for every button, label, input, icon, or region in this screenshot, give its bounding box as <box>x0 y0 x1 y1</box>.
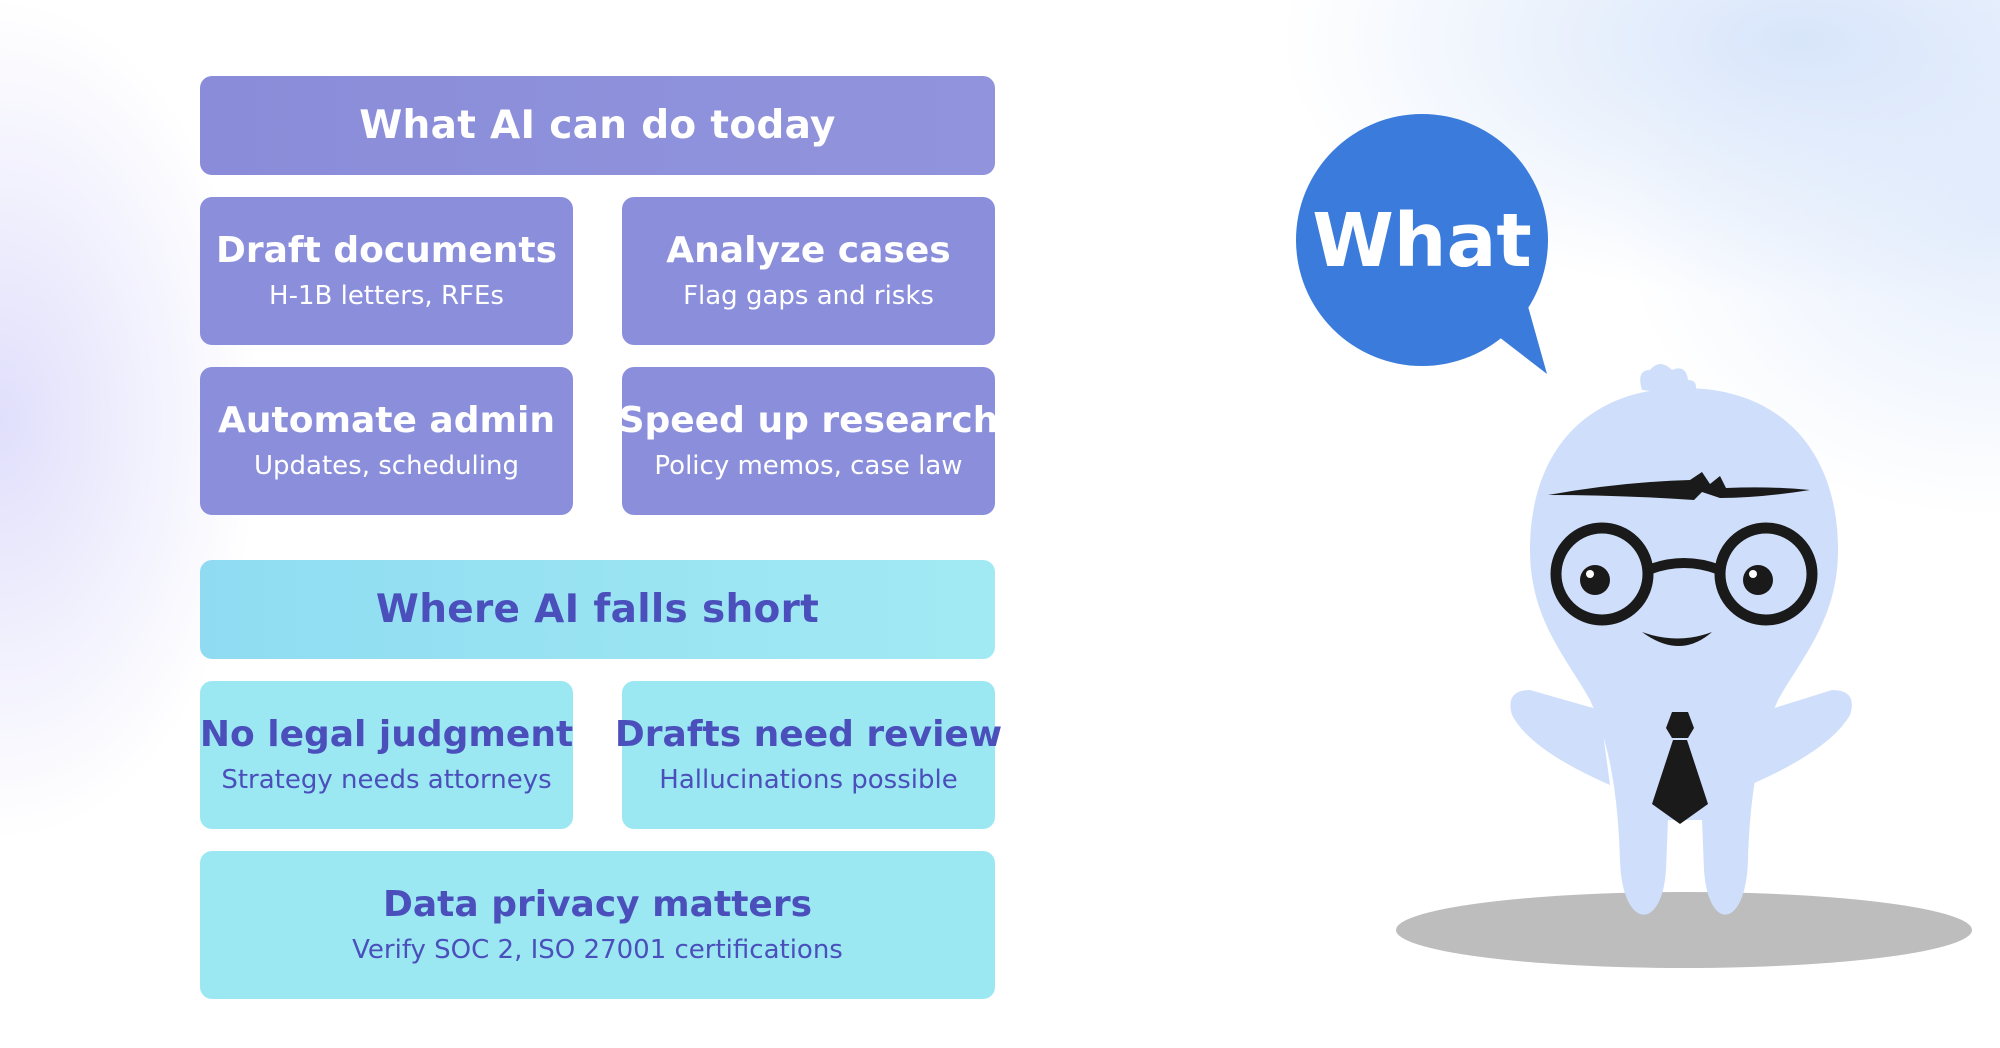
card-title: Analyze cases <box>666 230 951 272</box>
mascot-illustration: What <box>1296 114 1972 968</box>
left-arm <box>1510 690 1610 785</box>
tie <box>1652 740 1708 824</box>
speech-bubble: What <box>1296 114 1548 374</box>
shadow-ellipse <box>1396 892 1972 968</box>
hair-tuft <box>1640 364 1696 396</box>
card-speed-up-research: Speed up research Policy memos, case law <box>619 367 998 515</box>
card-data-privacy: Data privacy matters Verify SOC 2, ISO 2… <box>200 851 995 999</box>
glasses-right-lens <box>1714 522 1818 626</box>
card-subtitle: Policy memos, case law <box>654 451 963 482</box>
card-analyze-cases: Analyze cases Flag gaps and risks <box>622 197 995 345</box>
can-do-header: What AI can do today <box>200 76 995 175</box>
eyebrows <box>1548 472 1810 500</box>
bubble-tail <box>1490 285 1547 374</box>
card-subtitle: Updates, scheduling <box>254 451 519 482</box>
bubble-circle <box>1296 114 1548 366</box>
right-arm <box>1750 690 1852 785</box>
right-eye <box>1743 565 1773 595</box>
falls-short-header: Where AI falls short <box>200 560 995 659</box>
card-title: Drafts need review <box>614 714 1003 756</box>
card-subtitle: Hallucinations possible <box>659 765 958 796</box>
card-no-legal-judgment: No legal judgment Strategy needs attorne… <box>200 681 573 829</box>
right-eye-glint <box>1749 570 1757 578</box>
card-title: No legal judgment <box>199 714 574 756</box>
falls-short-header-title: Where AI falls short <box>375 587 820 632</box>
card-title: Speed up research <box>618 400 999 442</box>
card-draft-documents: Draft documents H-1B letters, RFEs <box>200 197 573 345</box>
left-eye <box>1580 565 1610 595</box>
mascot-character <box>1510 364 1852 915</box>
glasses-bridge <box>1646 558 1722 575</box>
left-eye-glint <box>1586 570 1594 578</box>
card-title: Automate admin <box>218 400 555 442</box>
card-subtitle: Strategy needs attorneys <box>221 765 552 796</box>
card-subtitle: Verify SOC 2, ISO 27001 certifications <box>352 935 843 966</box>
tie-knot <box>1666 712 1694 738</box>
card-drafts-need-review: Drafts need review Hallucinations possib… <box>615 681 1002 829</box>
mouth <box>1642 632 1712 646</box>
glasses-left-lens <box>1550 522 1654 626</box>
can-do-header-title: What AI can do today <box>359 103 836 148</box>
card-title: Draft documents <box>216 230 557 272</box>
card-subtitle: Flag gaps and risks <box>683 281 934 312</box>
body <box>1530 388 1838 915</box>
card-automate-admin: Automate admin Updates, scheduling <box>200 367 573 515</box>
card-subtitle: H-1B letters, RFEs <box>269 281 504 312</box>
card-title: Data privacy matters <box>383 884 812 926</box>
bubble-text: What <box>1312 198 1532 284</box>
